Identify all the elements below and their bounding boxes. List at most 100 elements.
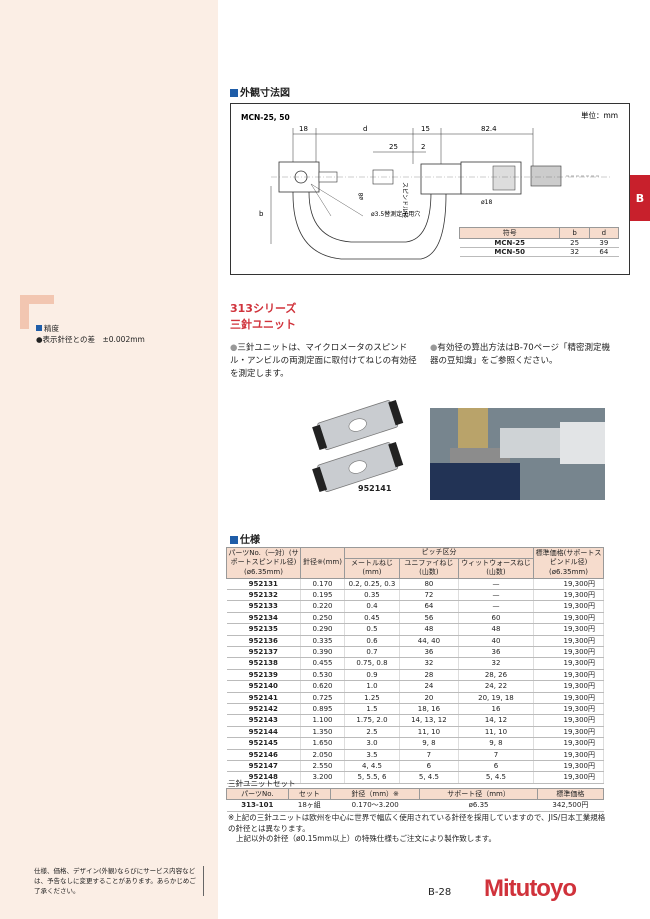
table-cell: 28, 26 bbox=[458, 669, 535, 682]
size-cell: MCN-50 bbox=[459, 247, 560, 257]
table-cell: 3.0 bbox=[344, 737, 400, 750]
table-cell: 952136 bbox=[226, 635, 301, 647]
set-cell: 18ヶ組 bbox=[288, 799, 331, 812]
head-pitch: ピッチ区分 bbox=[344, 547, 534, 559]
table-cell: 32 bbox=[399, 657, 459, 670]
table-cell: 6 bbox=[399, 760, 459, 773]
table-cell: 19,300円 bbox=[533, 692, 604, 704]
table-cell: 0.9 bbox=[344, 669, 400, 682]
note-line1: ※上記の三針ユニットは欧州を中心に世界で幅広く使用されている針径を採用しています… bbox=[228, 813, 606, 833]
table-cell: 952134 bbox=[226, 612, 301, 625]
desc-right-text: 有効径の算出方法はB-70ページ「精密測定機器の豆知識」をご参照ください。 bbox=[430, 343, 610, 366]
table-cell: 0.895 bbox=[300, 703, 345, 716]
footer-note: 仕様、価格、デザイン(外観)ならびにサービス内容などは、予告なしに変更することが… bbox=[34, 866, 204, 896]
table-cell: 1.5 bbox=[344, 703, 400, 716]
size-cell: 32 bbox=[559, 247, 590, 257]
table-cell: 952143 bbox=[226, 714, 301, 727]
table-cell: 19,300円 bbox=[533, 714, 604, 727]
table-cell: 80 bbox=[399, 578, 459, 590]
size-cell: MCN-25 bbox=[459, 238, 560, 248]
table-cell: 0.220 bbox=[300, 600, 345, 613]
table-cell: — bbox=[458, 589, 535, 602]
table-cell: 0.170 bbox=[300, 578, 345, 590]
table-cell: 1.25 bbox=[344, 692, 400, 704]
table-cell: 48 bbox=[399, 623, 459, 636]
table-cell: 24, 22 bbox=[458, 680, 535, 693]
table-cell: 3.200 bbox=[300, 771, 345, 784]
table-cell: 5, 4.5 bbox=[399, 771, 459, 784]
table-cell: 952132 bbox=[226, 589, 301, 602]
table-cell: 19,300円 bbox=[533, 737, 604, 750]
table-cell: 11, 10 bbox=[399, 726, 459, 739]
table-cell: 64 bbox=[399, 600, 459, 613]
table-cell: 9, 8 bbox=[458, 737, 535, 750]
set-cell: 0.170〜3.200 bbox=[330, 799, 420, 812]
table-cell: 3.5 bbox=[344, 749, 400, 762]
set-head-row: パーツNo. セット 針径（mm）※ サポート径（mm） 標準価格 bbox=[226, 788, 605, 800]
section-tab: B bbox=[630, 175, 650, 221]
table-cell: 952145 bbox=[226, 737, 301, 750]
table-cell: — bbox=[458, 578, 535, 590]
table-cell: 0.250 bbox=[300, 612, 345, 625]
table-cell: 0.35 bbox=[344, 589, 400, 602]
dim-15: 15 bbox=[421, 125, 430, 133]
table-cell: 48 bbox=[458, 623, 535, 636]
table-cell: 0.620 bbox=[300, 680, 345, 693]
table-cell: 19,300円 bbox=[533, 680, 604, 693]
table-cell: 19,300円 bbox=[533, 669, 604, 682]
spec-head-row: パーツNo.（一対）(サポートスピンドル径)(ø6.35mm) 針径※(mm) … bbox=[226, 547, 604, 579]
table-cell: 1.75, 2.0 bbox=[344, 714, 400, 727]
table-cell: 0.530 bbox=[300, 669, 345, 682]
table-cell: 1.100 bbox=[300, 714, 345, 727]
table-cell: 952141 bbox=[226, 692, 301, 704]
table-cell: 2.050 bbox=[300, 749, 345, 762]
accuracy-note: 精度 ●表示針径との差 ±0.002mm bbox=[36, 323, 145, 345]
table-cell: 40 bbox=[458, 635, 535, 647]
table-cell: 19,300円 bbox=[533, 578, 604, 590]
table-cell: 72 bbox=[399, 589, 459, 602]
size-cell: 25 bbox=[559, 238, 590, 248]
table-cell: 0.335 bbox=[300, 635, 345, 647]
table-cell: 19,300円 bbox=[533, 749, 604, 762]
set-head: 標準価格 bbox=[536, 788, 605, 800]
accuracy-item: ●表示針径との差 ±0.002mm bbox=[36, 335, 145, 344]
table-cell: 952137 bbox=[226, 646, 301, 659]
head-part: パーツNo.（一対）(サポートスピンドル径)(ø6.35mm) bbox=[226, 547, 301, 579]
page-number: B-28 bbox=[428, 887, 452, 898]
table-cell: 0.4 bbox=[344, 600, 400, 613]
table-cell: 14, 12 bbox=[458, 714, 535, 727]
table-cell: 16 bbox=[458, 703, 535, 716]
table-cell: 19,300円 bbox=[533, 612, 604, 625]
table-cell: 14, 13, 12 bbox=[399, 714, 459, 727]
usage-drawing bbox=[430, 408, 605, 500]
table-cell: 0.7 bbox=[344, 646, 400, 659]
series-line2: 三針ユニット bbox=[230, 318, 296, 331]
table-cell: 7 bbox=[458, 749, 535, 762]
table-cell: 19,300円 bbox=[533, 646, 604, 659]
dimension-title: 外観寸法図 bbox=[230, 84, 290, 99]
brand-logo: Mitutoyo bbox=[484, 875, 577, 902]
head-whitworth: ウィットウォースねじ(山数) bbox=[457, 557, 535, 579]
table-cell: 19,300円 bbox=[533, 771, 604, 784]
table-cell: 44, 40 bbox=[399, 635, 459, 647]
size-row: MCN-25 25 39 bbox=[459, 238, 619, 248]
desc-left-text: 三針ユニットは、マイクロメータのスピンドル・アンビルの両測定面に取付けてねじの有… bbox=[230, 343, 417, 379]
table-cell: 1.350 bbox=[300, 726, 345, 739]
table-cell: 19,300円 bbox=[533, 760, 604, 773]
head-price: 標準価格(サポートスピンドル径)(ø6.35mm) bbox=[533, 547, 604, 579]
table-cell: 2.5 bbox=[344, 726, 400, 739]
table-cell: — bbox=[458, 600, 535, 613]
table-cell: 19,300円 bbox=[533, 623, 604, 636]
table-cell: 19,300円 bbox=[533, 600, 604, 613]
table-cell: 952138 bbox=[226, 657, 301, 670]
table-cell: 0.6 bbox=[344, 635, 400, 647]
table-cell: 0.2, 0.25, 0.3 bbox=[344, 578, 400, 590]
dim-18: 18 bbox=[299, 125, 308, 133]
